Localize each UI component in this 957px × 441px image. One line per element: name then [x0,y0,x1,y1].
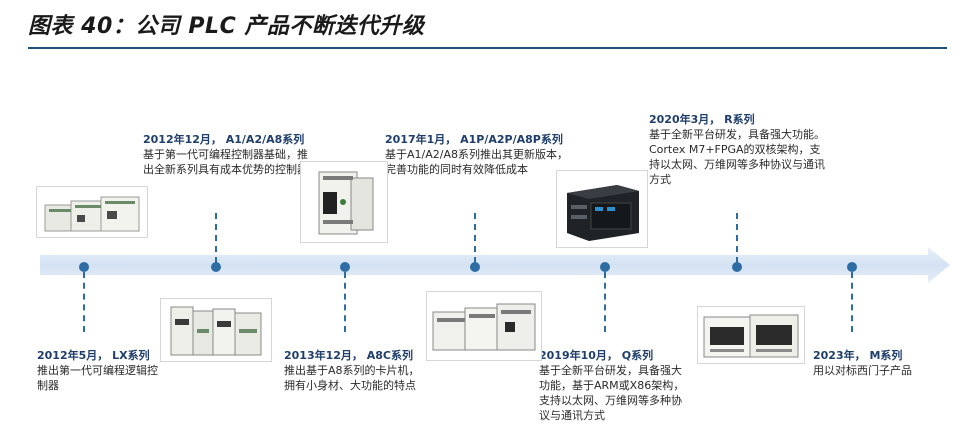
event-lx: 2012年5月， LX系列 推出第一代可编程逻辑控制器 [37,348,167,393]
timeline-node-m [847,262,857,272]
event-description: 推出基于A8系列的卡片机，拥有小身材、大功能的特点 [284,364,420,392]
event-description: 基于全新平台研发，具备强大功能。Cortex M7+FPGA的双核架构，支持以太… [649,128,825,186]
connector-r [736,213,738,263]
connector-m [851,272,853,332]
event-heading: 2023年， M系列 [813,349,903,362]
connector-a1pa2pa8p [474,213,476,263]
connector-a1a2a8 [215,213,217,263]
a8c-series-plc-photo [160,298,272,362]
event-q: 2019年10月， Q系列 基于全新平台研发，具备强大功能，基于ARM或X86架… [539,348,687,423]
a1p-a2p-a8p-series-plc-photo [426,291,542,361]
q-series-plc-photo [556,170,648,248]
event-description: 基于全新平台研发，具备强大功能，基于ARM或X86架构，支持以太网、万维网等多种… [539,364,685,422]
connector-lx [83,272,85,332]
event-heading: 2019年10月， Q系列 [539,349,654,362]
event-a1pa2pa8p: 2017年1月， A1P/A2P/A8P系列 基于A1/A2/A8系列推出其更新… [385,132,571,177]
event-description: 基于A1/A2/A8系列推出其更新版本，完善功能的同时有效降低成本 [385,148,568,176]
event-description: 推出第一代可编程逻辑控制器 [37,364,158,392]
timeline-node-a1a2a8 [211,262,221,272]
event-heading: 2013年12月， A8C系列 [284,349,413,362]
timeline-node-lx [79,262,89,272]
figure-title: 图表 40：公司 PLC 产品不断迭代升级 [28,14,425,39]
r-series-plc-photo [697,306,805,364]
lx-series-plc-photo [36,186,148,238]
event-heading: 2012年5月， LX系列 [37,349,150,362]
event-description: 基于第一代可编程控制器基础，推出全新系列具有成本优势的控制器 [143,148,308,176]
connector-q [604,272,606,332]
timeline-node-a8c [340,262,350,272]
timeline-node-r [732,262,742,272]
event-heading: 2020年3月， R系列 [649,113,755,126]
event-heading: 2012年12月， A1/A2/A8系列 [143,133,305,146]
event-r: 2020年3月， R系列 基于全新平台研发，具备强大功能。Cortex M7+F… [649,112,831,187]
event-heading: 2017年1月， A1P/A2P/A8P系列 [385,133,563,146]
a1-a2-a8-series-plc-photo [300,161,388,243]
title-divider [28,47,947,49]
event-a1a2a8: 2012年12月， A1/A2/A8系列 基于第一代可编程控制器基础，推出全新系… [143,132,318,177]
event-m: 2023年， M系列 用以对标西门子产品 [813,348,948,378]
timeline-node-a1pa2pa8p [470,262,480,272]
connector-a8c [344,272,346,332]
timeline-node-q [600,262,610,272]
timeline-arrow [40,247,950,283]
event-description: 用以对标西门子产品 [813,364,912,377]
event-a8c: 2013年12月， A8C系列 推出基于A8系列的卡片机，拥有小身材、大功能的特… [284,348,422,393]
